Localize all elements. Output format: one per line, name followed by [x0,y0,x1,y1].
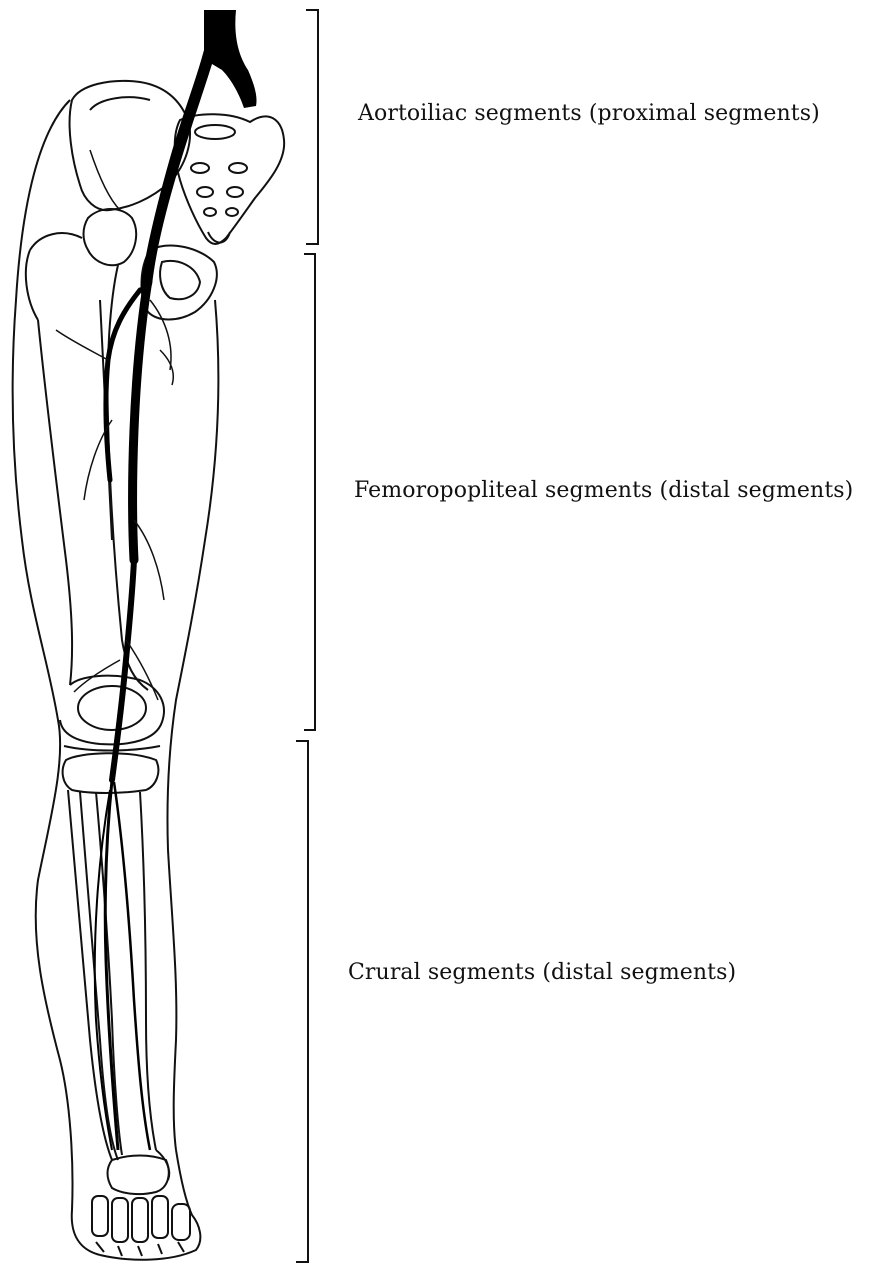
posterior-tibial-artery [114,782,150,1150]
pelvis [70,81,285,320]
foot-bones [92,1156,190,1257]
aorta [140,10,257,290]
femoropopliteal-segment-label: Femoropopliteal segments (distal segment… [354,478,853,503]
aortoiliac-segment-label: Aortoiliac segments (proximal segments) [358,101,820,126]
superficial-femoral-artery [133,280,149,560]
bracket-aortoiliac [306,10,318,244]
segment-brackets [296,10,318,1262]
bracket-crural [296,741,308,1262]
knee [64,686,160,751]
bracket-femoropopliteal [304,254,315,730]
crural-segment-label: Crural segments (distal segments) [348,960,736,985]
